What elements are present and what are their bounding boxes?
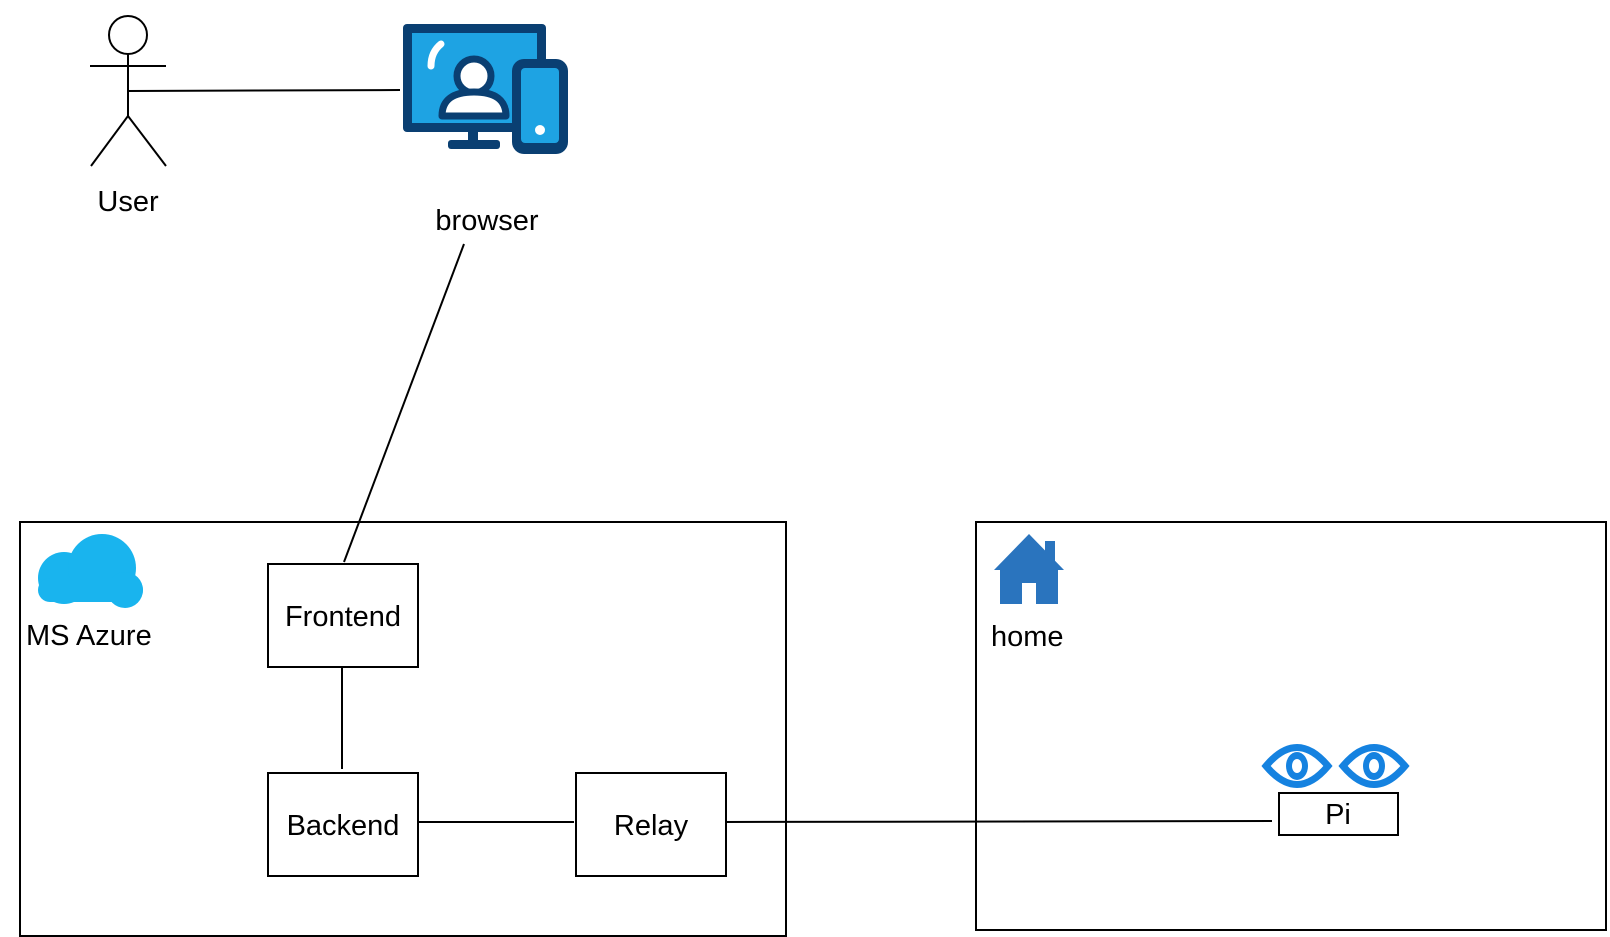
azure-boundary <box>19 521 787 937</box>
azure-group[interactable]: MS Azure Frontend Backend Relay <box>19 521 787 937</box>
azure-label: MS Azure <box>26 620 152 652</box>
home-label: home <box>991 621 1064 653</box>
connector-user-browser <box>127 89 401 92</box>
frontend-label: Frontend <box>285 601 401 633</box>
browser-actor[interactable]: browser <box>403 24 568 237</box>
home-icon <box>994 534 1064 604</box>
relay-node[interactable]: Relay <box>575 772 727 877</box>
right-eye-icon <box>1338 744 1410 788</box>
cloud-icon <box>38 534 143 608</box>
devices-icon <box>403 24 568 154</box>
pi-label: Pi <box>1325 799 1351 831</box>
backend-node[interactable]: Backend <box>267 772 419 877</box>
left-eye-icon <box>1261 744 1333 788</box>
home-group[interactable]: home Pi <box>975 521 1607 931</box>
user-label: User <box>97 186 159 218</box>
connector-browser-frontend <box>343 243 465 563</box>
backend-label: Backend <box>287 810 400 842</box>
relay-label: Relay <box>614 810 689 842</box>
pi-node[interactable]: Pi <box>1261 744 1410 836</box>
frontend-node[interactable]: Frontend <box>267 563 419 668</box>
connector-relay-pi <box>722 820 1273 823</box>
browser-label: browser <box>435 205 538 237</box>
stick-figure-icon <box>90 15 167 167</box>
user-actor[interactable]: User <box>90 15 167 218</box>
home-boundary <box>975 521 1607 931</box>
eyes-icon <box>1261 744 1410 788</box>
